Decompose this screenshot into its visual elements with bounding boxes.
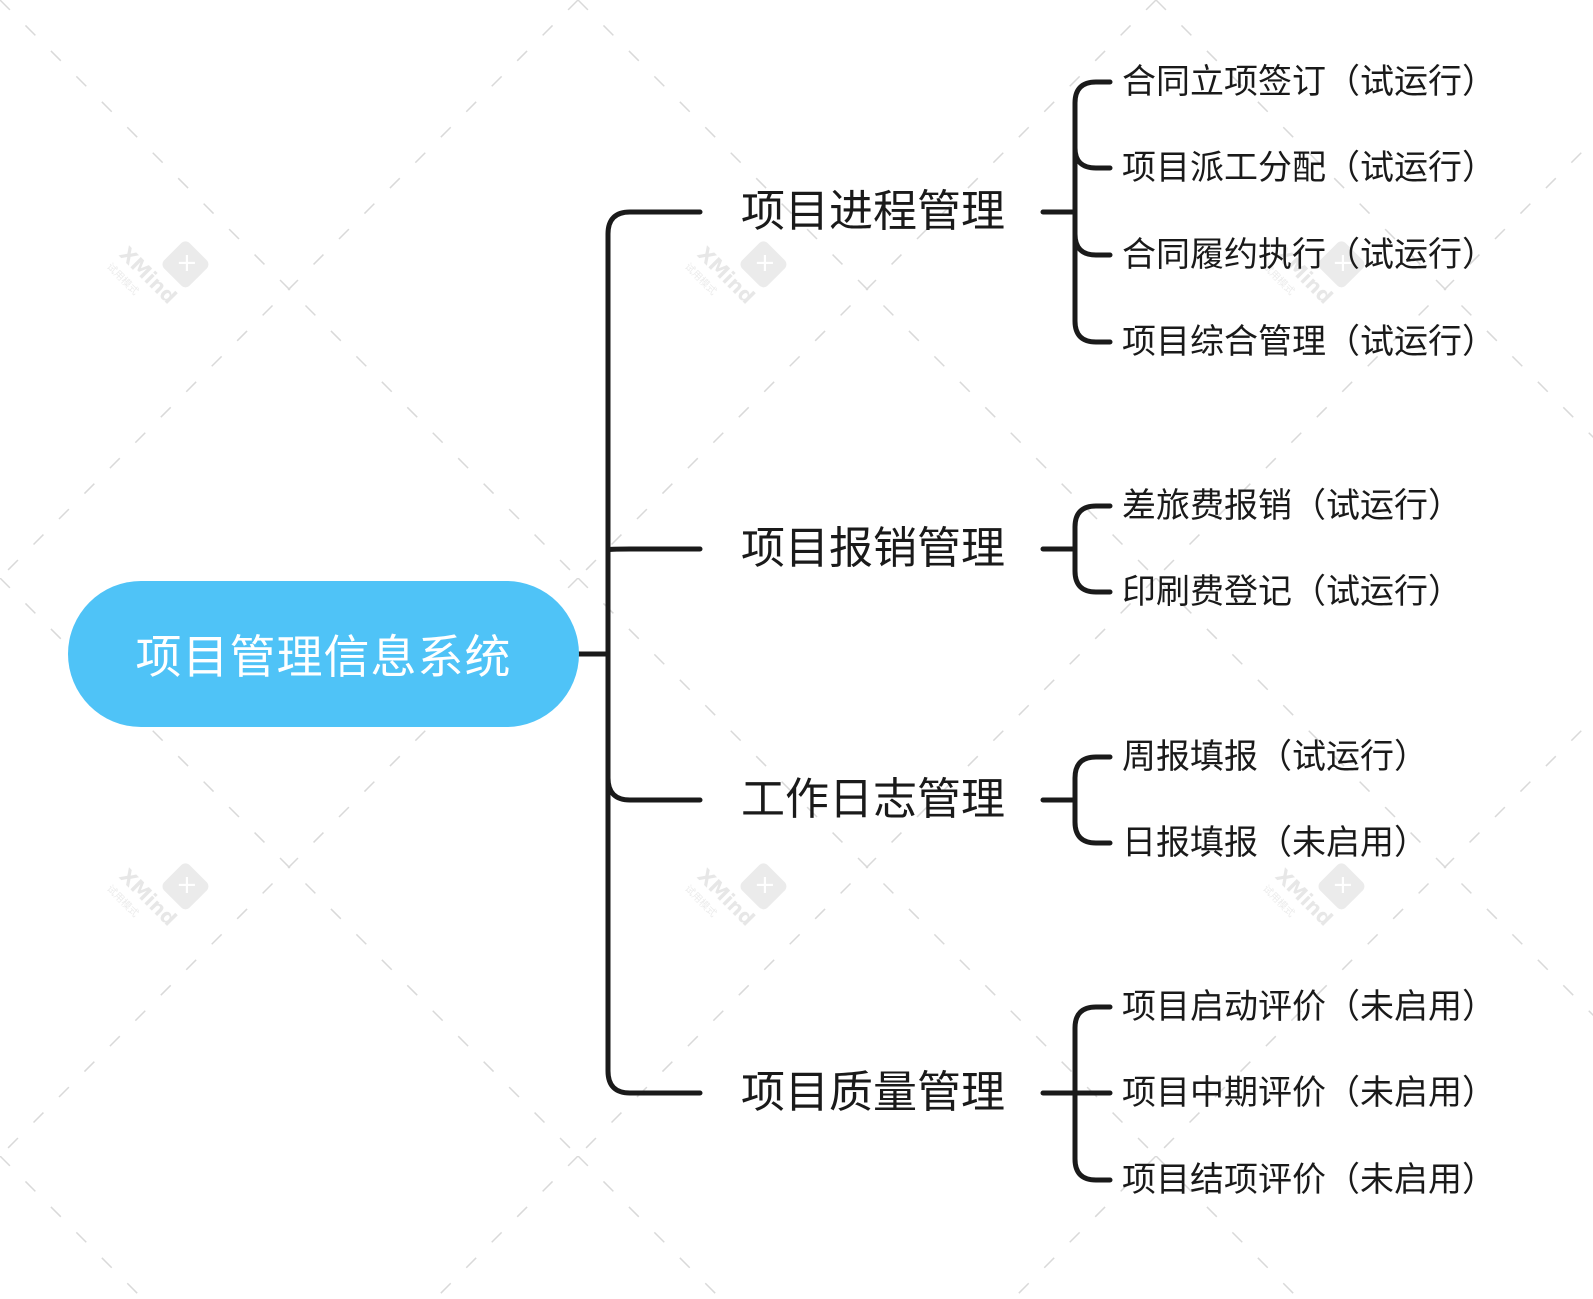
subtopic[interactable]: 周报填报（试运行） <box>1122 737 1428 777</box>
subtopic[interactable]: 项目结项评价（未启用） <box>1122 1160 1496 1200</box>
subtopic[interactable]: 印刷费登记（试运行） <box>1122 572 1462 612</box>
subtopic[interactable]: 差旅费报销（试运行） <box>1122 486 1462 526</box>
subtopic[interactable]: 项目中期评价（未启用） <box>1122 1073 1496 1113</box>
subtopic[interactable]: 日报填报（未启用） <box>1122 823 1428 863</box>
leaf-connector <box>1072 231 1113 258</box>
subtopic[interactable]: 项目启动评价（未启用） <box>1122 987 1496 1027</box>
subtopic[interactable]: 合同立项签订（试运行） <box>1122 62 1496 102</box>
leaf-connector <box>1072 145 1113 171</box>
subtopic[interactable]: 项目派工分配（试运行） <box>1122 148 1496 188</box>
subtopic[interactable]: 合同履约执行（试运行） <box>1122 235 1496 275</box>
branch-topic[interactable]: 项目进程管理 <box>741 186 1005 237</box>
sub-trunk <box>1072 79 1113 345</box>
branch-topic[interactable]: 项目质量管理 <box>741 1067 1005 1118</box>
sub-trunk <box>1072 754 1113 846</box>
branch-topic[interactable]: 项目报销管理 <box>741 523 1005 574</box>
branch-connector <box>605 546 703 553</box>
branch-connector <box>605 775 703 803</box>
subtopic[interactable]: 项目综合管理（试运行） <box>1122 322 1496 362</box>
root-topic-label: 项目管理信息系统 <box>135 630 512 684</box>
branch-topic[interactable]: 工作日志管理 <box>741 774 1005 825</box>
sub-trunk <box>1072 503 1113 595</box>
main-trunk <box>605 209 703 1096</box>
root-topic[interactable]: 项目管理信息系统 <box>68 581 579 727</box>
